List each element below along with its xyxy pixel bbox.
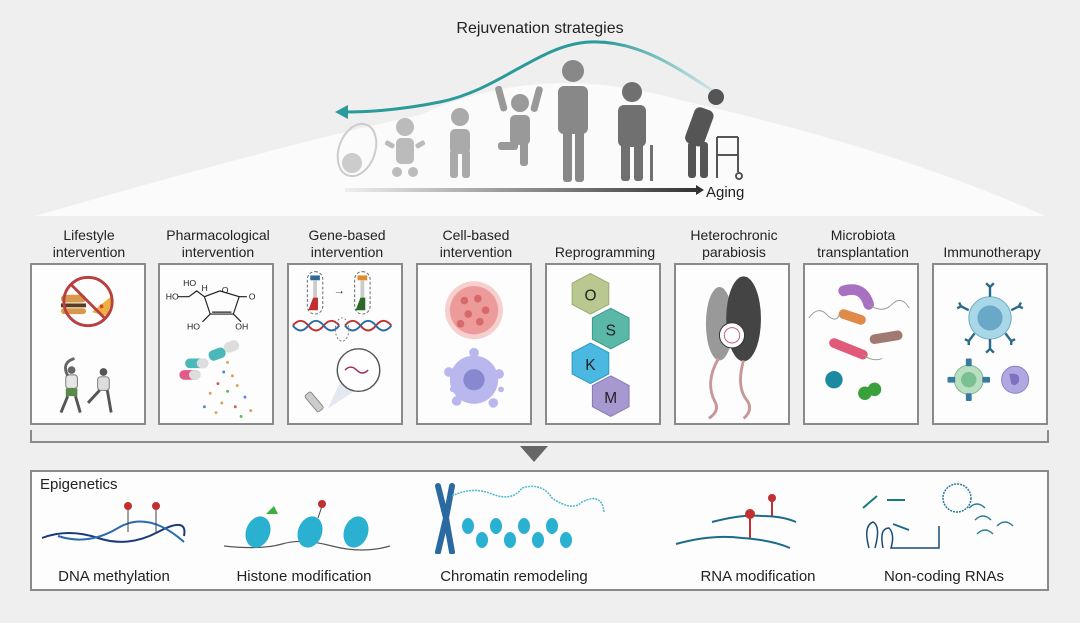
strategy-label-immunotherapy: Immunotherapy xyxy=(943,244,1041,260)
epigenetics-title: Epigenetics xyxy=(40,476,118,493)
svg-text:HO: HO xyxy=(166,292,179,302)
panel-pharmacological: HO H HO O O HO OH xyxy=(158,263,274,425)
embryo-icon xyxy=(336,122,378,178)
pills-icon xyxy=(179,340,253,418)
svg-text:H: H xyxy=(202,283,208,293)
epi-label-histone: Histone modification xyxy=(236,568,372,585)
chromatin-icon xyxy=(435,483,605,554)
syringe-icon xyxy=(304,348,381,413)
ascorbic-acid-structure-icon: HO H HO O O HO OH xyxy=(166,278,256,331)
rna-modification-icon xyxy=(675,494,797,549)
histone-icon xyxy=(223,500,391,551)
epi-label-noncoding-rna: Non-coding RNAs xyxy=(883,568,1005,585)
panel-reprogramming: O S K M xyxy=(545,263,661,425)
svg-text:M: M xyxy=(604,390,617,407)
svg-text:O: O xyxy=(222,285,229,295)
aging-label: Aging xyxy=(706,184,745,201)
elderly-walker-icon xyxy=(685,89,743,180)
adult-icon xyxy=(558,60,588,182)
panel-gene-based: → xyxy=(287,263,403,425)
dna-methylation-icon xyxy=(41,502,186,543)
infant-icon xyxy=(384,118,426,177)
aging-arrow-shaft xyxy=(345,188,698,192)
stem-cell-icon xyxy=(444,347,504,408)
epi-label-chromatin: Chromatin remodeling xyxy=(440,568,588,585)
aging-arrowhead-icon xyxy=(696,185,704,195)
svg-text:OH: OH xyxy=(235,322,248,332)
epigenetics-panel: Epigenetics DNA methylation Histone modi… xyxy=(30,470,1049,591)
cell-cluster-icon xyxy=(445,281,503,340)
exercise-people-icon xyxy=(59,357,113,414)
noncoding-rna-icon xyxy=(862,483,1014,549)
svg-text:HO: HO xyxy=(183,278,196,288)
curve-arrowhead-icon xyxy=(335,105,348,119)
svg-text:K: K xyxy=(585,357,596,374)
immune-cells-icon xyxy=(947,282,1030,401)
svg-text:HO: HO xyxy=(187,322,200,332)
paired-mice-icon xyxy=(705,276,761,420)
epi-label-rna-modification: RNA modification xyxy=(700,568,816,585)
panel-parabiosis xyxy=(674,263,790,425)
diagram-title: Rejuvenation strategies xyxy=(456,20,624,37)
svg-text:S: S xyxy=(606,322,616,339)
elderly-icon xyxy=(618,82,653,181)
panel-cell-based xyxy=(416,263,532,425)
oskm-factors-icon: O S K M xyxy=(571,272,630,417)
dna-helix-icon xyxy=(292,317,393,342)
panel-immunotherapy xyxy=(932,263,1048,425)
bacteria-icon xyxy=(808,284,910,400)
svg-text:O: O xyxy=(249,292,256,302)
panel-lifestyle xyxy=(30,263,146,425)
strategies-bracket xyxy=(30,430,1049,443)
rejuvenation-curve xyxy=(344,40,716,114)
background-hill xyxy=(35,83,1045,216)
child-jumping-icon xyxy=(495,85,543,166)
panel-microbiota xyxy=(803,263,919,425)
down-arrow-icon xyxy=(520,446,548,462)
no-junk-food-icon xyxy=(60,275,114,328)
svg-text:O: O xyxy=(584,288,596,305)
strategy-label-reprogramming: Reprogramming xyxy=(554,244,656,260)
epi-label-dna-methylation: DNA methylation xyxy=(58,568,170,585)
gene-edit-icon: → xyxy=(306,271,371,315)
toddler-icon xyxy=(450,108,470,178)
svg-text:→: → xyxy=(333,285,345,297)
